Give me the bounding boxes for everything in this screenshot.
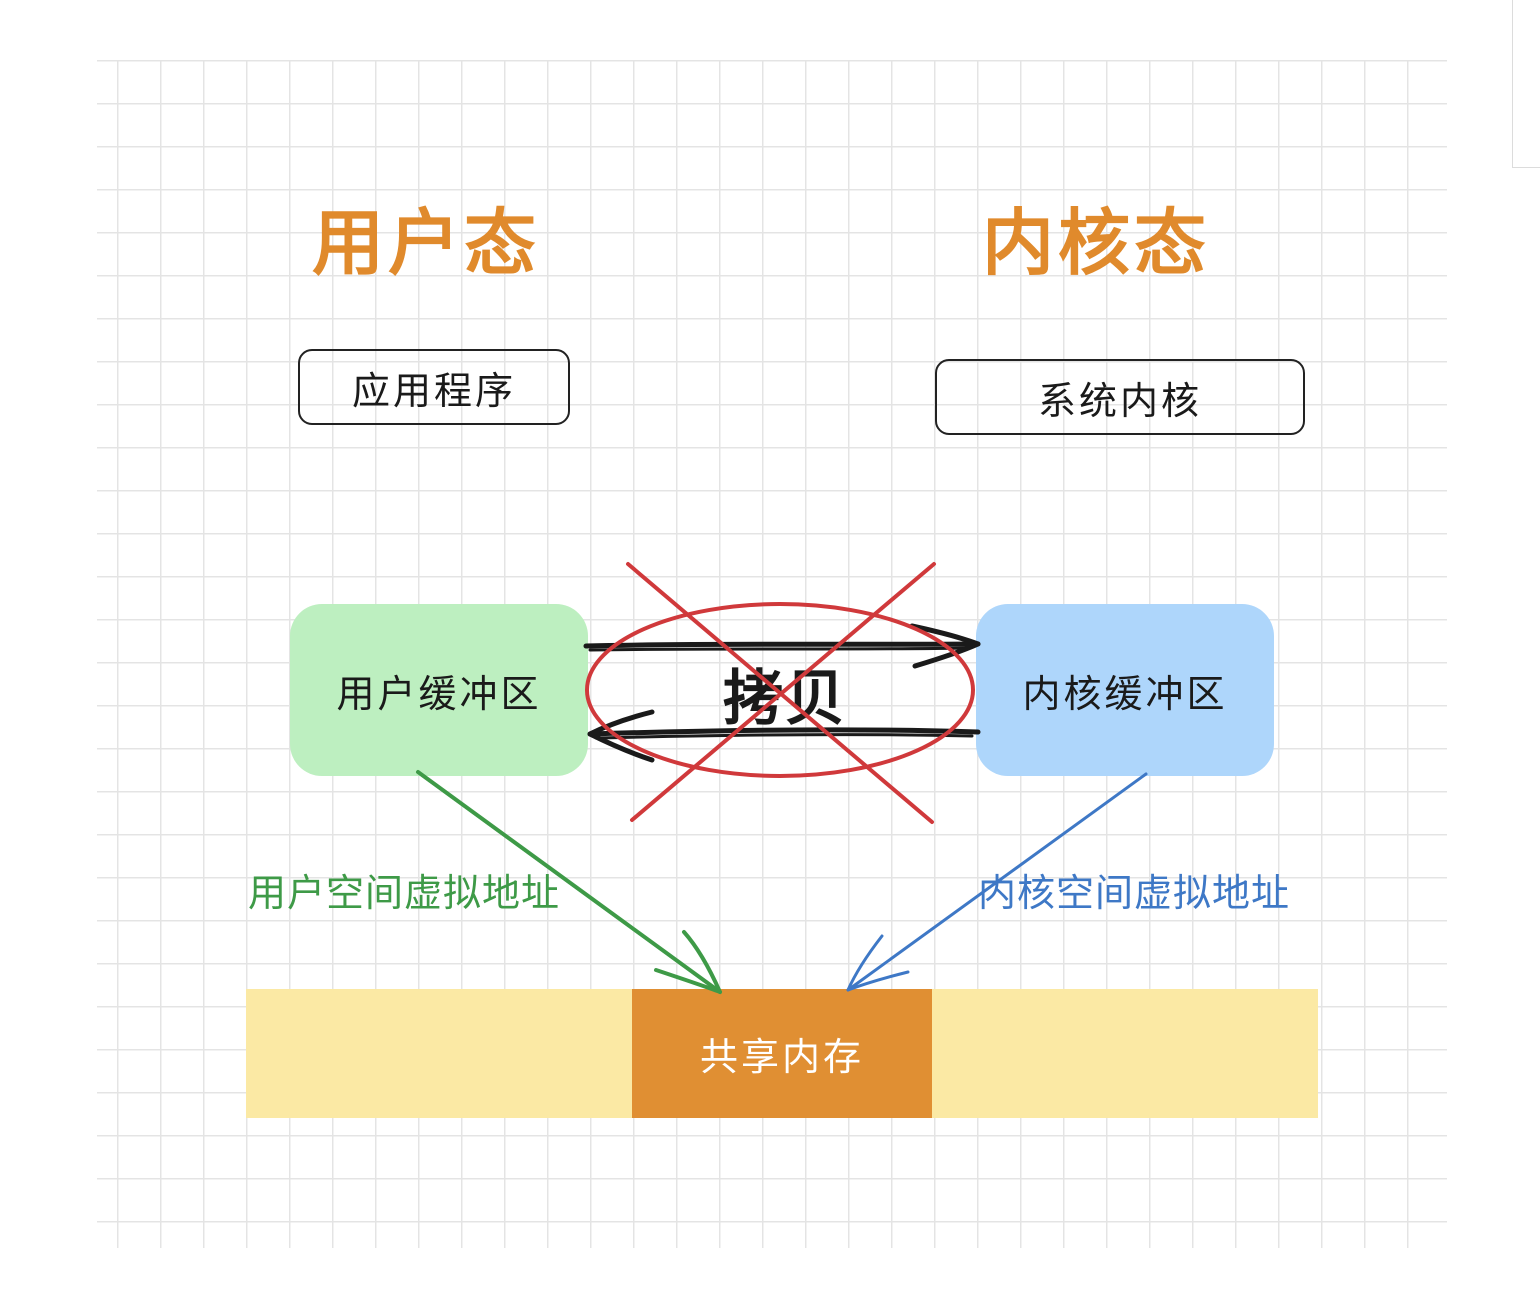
copy-label: 拷贝 (723, 664, 847, 734)
application-box: 应用程序 (298, 349, 570, 425)
user-mode-title: 用户态 (312, 201, 541, 285)
user-virtual-address-label: 用户空间虚拟地址 (248, 871, 561, 915)
user-buffer: 用户缓冲区 (290, 604, 588, 776)
system-kernel-box: 系统内核 (935, 359, 1305, 435)
kernel-mode-title: 内核态 (982, 201, 1211, 285)
kernel-buffer: 内核缓冲区 (976, 604, 1274, 776)
shared-memory-block: 共享内存 (632, 989, 932, 1118)
page-edge (1512, 0, 1540, 168)
kernel-virtual-address-label: 内核空间虚拟地址 (978, 871, 1291, 915)
